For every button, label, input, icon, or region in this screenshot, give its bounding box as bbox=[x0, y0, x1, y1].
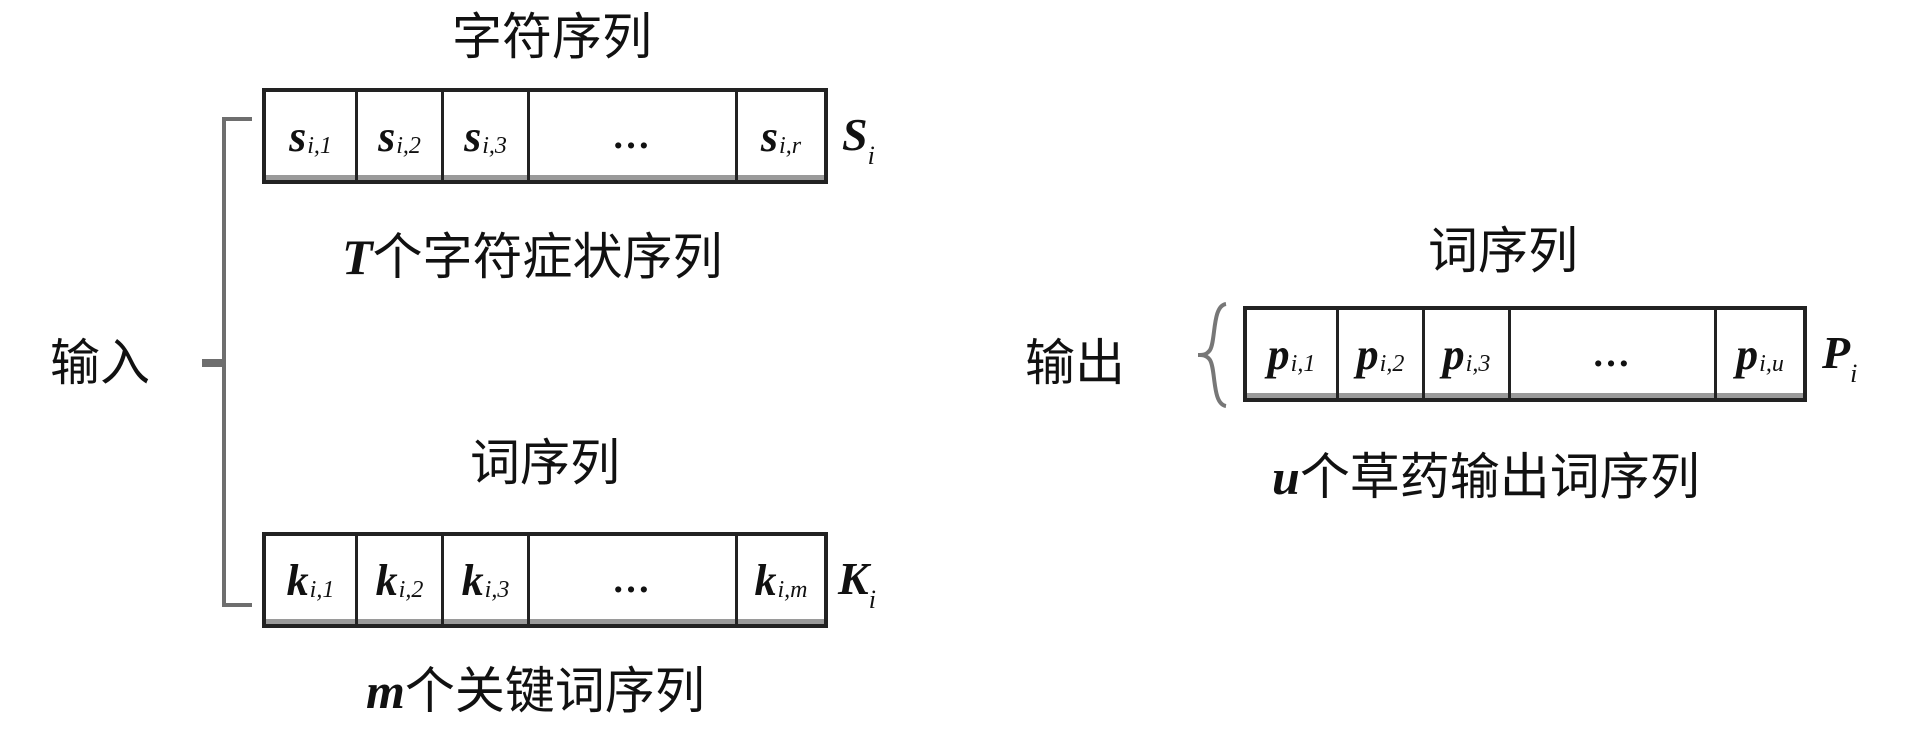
output-brace bbox=[1197, 302, 1227, 408]
char-sequence-name: Si bbox=[842, 109, 875, 171]
output-sequence-caption: u个草药输出词序列 bbox=[1272, 448, 1700, 506]
output-sequence-name: Pi bbox=[1822, 327, 1858, 389]
keyword-sequence-caption: m个关键词序列 bbox=[366, 662, 705, 720]
seq-ellipsis-cell: … bbox=[530, 536, 738, 624]
output-label: 输出 bbox=[1025, 334, 1125, 392]
input-label: 输入 bbox=[50, 334, 150, 392]
char-sequence-title: 字符序列 bbox=[452, 8, 652, 66]
word-sequence-title: 词序列 bbox=[470, 434, 620, 492]
seq-ellipsis-cell: … bbox=[530, 92, 738, 180]
output-sequence-title: 词序列 bbox=[1428, 222, 1578, 280]
char-sequence-caption: T个字符症状序列 bbox=[342, 228, 723, 286]
keyword-sequence-name: Ki bbox=[838, 553, 876, 615]
seq-ellipsis-cell: … bbox=[1511, 310, 1717, 398]
